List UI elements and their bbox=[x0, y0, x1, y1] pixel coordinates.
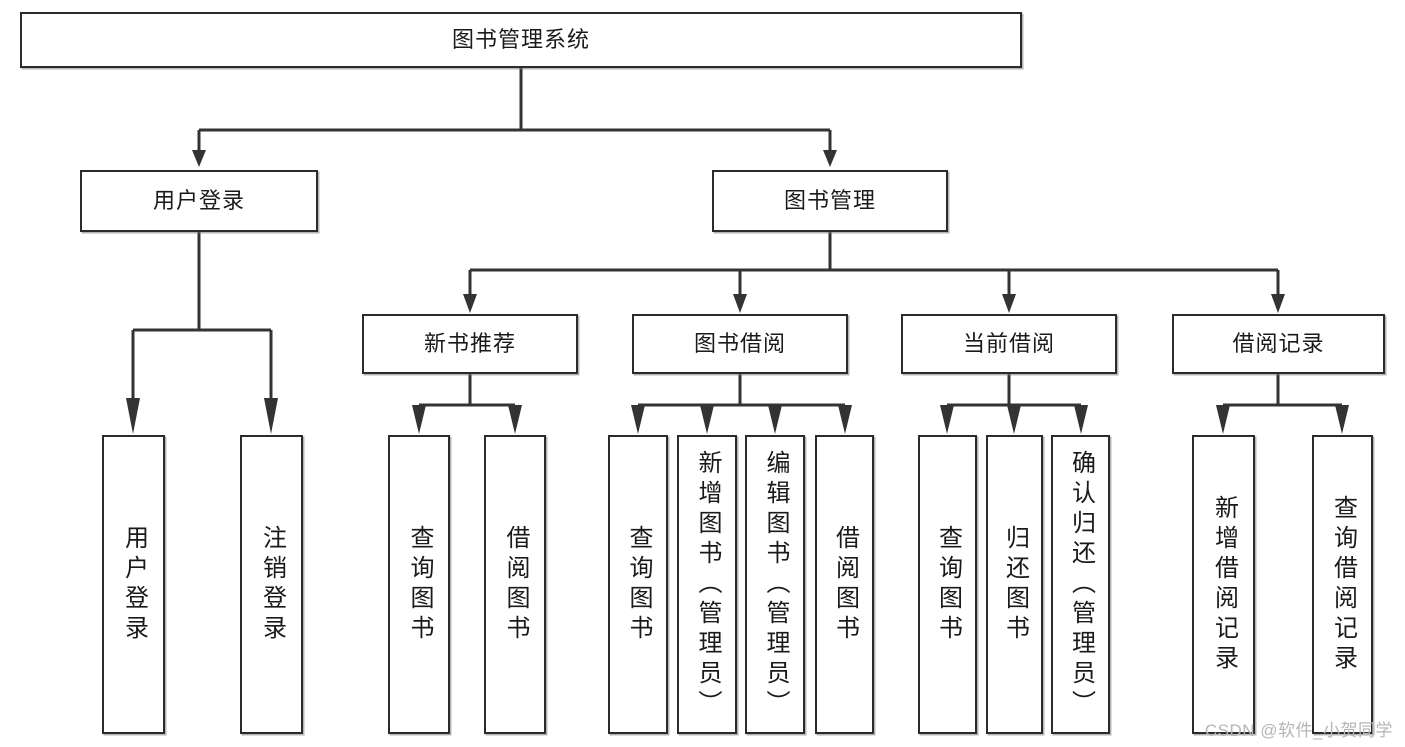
node-leaf-edit-book-label: 编辑图书（管理员） bbox=[762, 449, 789, 720]
node-leaf-query-book-1-label: 查询图书 bbox=[406, 524, 433, 645]
node-current-borrow-label: 当前借阅 bbox=[962, 331, 1055, 357]
node-leaf-query-book-2[interactable]: 查询图书 bbox=[608, 435, 668, 734]
node-borrow-record[interactable]: 借阅记录 bbox=[1172, 314, 1385, 374]
node-root[interactable]: 图书管理系统 bbox=[20, 12, 1022, 68]
node-leaf-query-record[interactable]: 查询借阅记录 bbox=[1312, 435, 1373, 734]
node-leaf-user-login-label: 用户登录 bbox=[120, 524, 148, 645]
node-leaf-add-record-label: 新增借阅记录 bbox=[1210, 494, 1238, 675]
node-leaf-add-record[interactable]: 新增借阅记录 bbox=[1192, 435, 1255, 734]
node-leaf-query-record-label: 查询借阅记录 bbox=[1329, 494, 1357, 675]
node-leaf-add-book-label: 新增图书（管理员） bbox=[694, 449, 721, 720]
node-borrow-record-label: 借阅记录 bbox=[1232, 331, 1325, 357]
node-leaf-logout-login-label: 注销登录 bbox=[258, 524, 286, 645]
node-leaf-logout-login[interactable]: 注销登录 bbox=[240, 435, 303, 734]
node-leaf-return-book[interactable]: 归还图书 bbox=[986, 435, 1043, 734]
watermark-text: CSDN @软件_小贺同学 bbox=[1204, 721, 1393, 740]
node-leaf-borrow-book-1[interactable]: 借阅图书 bbox=[484, 435, 546, 734]
node-leaf-confirm-return[interactable]: 确认归还（管理员） bbox=[1051, 435, 1110, 734]
node-current-borrow[interactable]: 当前借阅 bbox=[901, 314, 1117, 374]
node-new-book-recommend[interactable]: 新书推荐 bbox=[362, 314, 578, 374]
node-book-management-label: 图书管理 bbox=[783, 188, 876, 214]
node-leaf-query-book-2-label: 查询图书 bbox=[625, 524, 652, 645]
node-leaf-borrow-book-2-label: 借阅图书 bbox=[831, 524, 859, 645]
node-leaf-add-book[interactable]: 新增图书（管理员） bbox=[677, 435, 737, 734]
node-leaf-query-book-3[interactable]: 查询图书 bbox=[918, 435, 977, 734]
node-book-borrow-label: 图书借阅 bbox=[693, 331, 786, 357]
node-book-management[interactable]: 图书管理 bbox=[712, 170, 948, 232]
node-leaf-return-book-label: 归还图书 bbox=[1001, 524, 1029, 645]
node-leaf-edit-book[interactable]: 编辑图书（管理员） bbox=[745, 435, 805, 734]
node-user-login-label: 用户登录 bbox=[152, 188, 245, 214]
node-new-book-recommend-label: 新书推荐 bbox=[423, 331, 516, 357]
node-user-login[interactable]: 用户登录 bbox=[80, 170, 318, 232]
node-root-label: 图书管理系统 bbox=[451, 27, 590, 53]
node-leaf-borrow-book-1-label: 借阅图书 bbox=[502, 524, 529, 645]
node-leaf-borrow-book-2[interactable]: 借阅图书 bbox=[815, 435, 874, 734]
node-leaf-confirm-return-label: 确认归还（管理员） bbox=[1067, 449, 1095, 720]
node-leaf-query-book-3-label: 查询图书 bbox=[934, 524, 962, 645]
node-book-borrow[interactable]: 图书借阅 bbox=[632, 314, 848, 374]
node-leaf-query-book-1[interactable]: 查询图书 bbox=[388, 435, 450, 734]
node-leaf-user-login[interactable]: 用户登录 bbox=[102, 435, 165, 734]
